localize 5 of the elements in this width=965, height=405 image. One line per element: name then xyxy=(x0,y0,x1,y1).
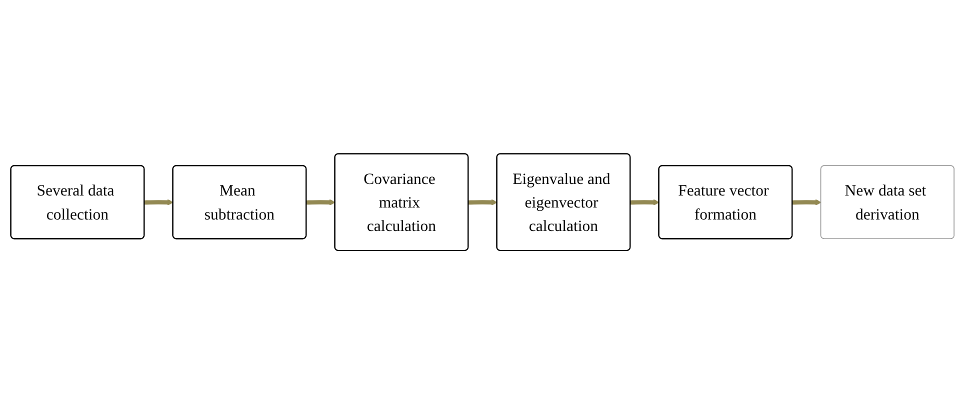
arrow xyxy=(468,200,498,206)
arrow xyxy=(630,200,660,206)
arrow xyxy=(144,200,174,206)
arrow xyxy=(306,200,336,206)
arrow xyxy=(792,200,822,206)
